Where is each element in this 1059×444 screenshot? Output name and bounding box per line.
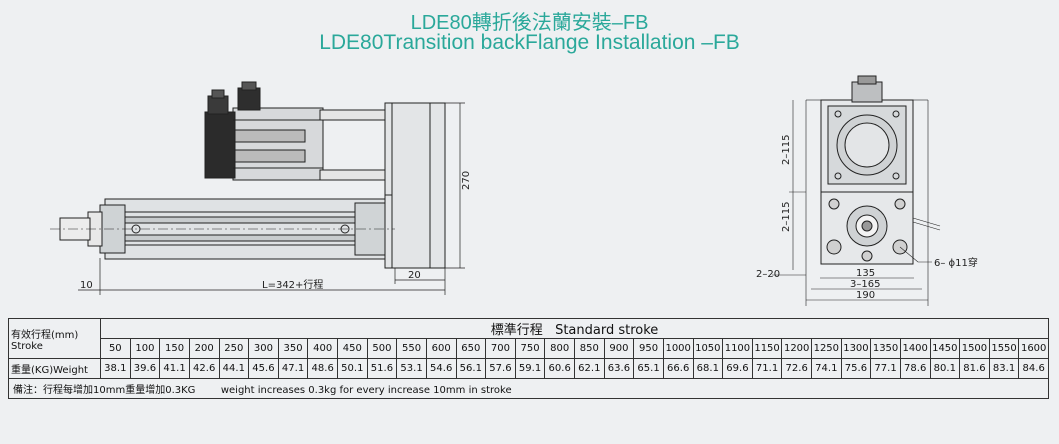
end-view [772, 75, 941, 306]
stroke-cell: 1600 [1018, 338, 1049, 359]
stroke-cell: 700 [485, 338, 516, 359]
dim-height-270: 270 [461, 171, 472, 190]
weight-cell: 41.1 [159, 358, 190, 379]
weight-cell: 48.6 [307, 358, 338, 379]
dim-length: L=342+行程 [262, 278, 323, 291]
stroke-cell: 1250 [811, 338, 842, 359]
weight-cell: 77.1 [870, 358, 901, 379]
weight-cell: 51.6 [366, 358, 398, 379]
stroke-cell: 1450 [929, 338, 961, 359]
technical-drawing: 270 10 L=342+行程 20 [50, 75, 978, 306]
weight-cell: 71.1 [751, 358, 783, 379]
dim-135: 135 [856, 268, 875, 279]
weight-cell: 72.6 [781, 358, 812, 379]
dim-upper-pitch: 2–115 [781, 135, 792, 165]
dim-left-offset: 2–20 [756, 269, 780, 280]
stroke-cell: 1300 [840, 338, 872, 359]
weight-cell: 57.6 [485, 358, 516, 379]
stroke-cell: 650 [455, 338, 487, 359]
weight-cell: 47.1 [277, 358, 309, 379]
stroke-cell: 300 [248, 338, 279, 359]
weight-cell: 69.6 [722, 358, 753, 379]
weight-cell: 68.1 [692, 358, 724, 379]
stroke-cell: 100 [129, 338, 161, 359]
stroke-cell: 450 [337, 338, 368, 359]
hole-callout: 6– ϕ11穿 [934, 256, 978, 269]
weight-cell: 74.1 [811, 358, 842, 379]
stroke-cell: 1550 [988, 338, 1020, 359]
stroke-label-en: Stroke [11, 340, 43, 352]
stroke-cell: 1050 [692, 338, 724, 359]
stroke-label-zh: 有效行程(mm) [11, 329, 79, 341]
stroke-cell: 250 [218, 338, 250, 359]
stroke-cell: 350 [277, 338, 309, 359]
stroke-cell: 850 [574, 338, 605, 359]
stroke-cell: 950 [633, 338, 664, 359]
weight-cell: 78.6 [899, 358, 931, 379]
servo-motor [204, 81, 324, 181]
dim-left-10: 10 [80, 280, 93, 291]
stroke-cell: 1350 [870, 338, 901, 359]
stroke-cell: 150 [159, 338, 190, 359]
stroke-cell: 50 [100, 338, 131, 359]
weight-cell: 56.1 [455, 358, 487, 379]
weight-note: 備注：行程每增加10mm重量增加0.3KG weight increases 0… [8, 378, 1049, 399]
weight-cell: 75.6 [840, 358, 872, 379]
weight-cell: 81.6 [959, 358, 990, 379]
dim-165: 3–165 [850, 279, 880, 290]
weight-cell: 42.6 [188, 358, 220, 379]
title-english: LDE80Transition backFlange Installation … [319, 31, 740, 54]
stroke-cell: 1400 [899, 338, 931, 359]
weight-cell: 50.1 [337, 358, 368, 379]
stroke-cell: 600 [425, 338, 457, 359]
weight-cell: 66.6 [662, 358, 694, 379]
stroke-cell: 550 [396, 338, 427, 359]
standard-stroke-header: 標準行程 Standard stroke [100, 318, 1049, 339]
weight-cell: 59.1 [514, 358, 546, 379]
stroke-cell: 1100 [722, 338, 753, 359]
weight-cell: 65.1 [633, 358, 664, 379]
weight-cell: 60.6 [544, 358, 575, 379]
dim-lower-pitch: 2–115 [781, 202, 792, 232]
transition-housing [384, 102, 446, 269]
dim-small-20: 20 [408, 270, 421, 281]
stroke-cell: 900 [603, 338, 635, 359]
stroke-cell: 1000 [662, 338, 694, 359]
stroke-cell: 500 [366, 338, 398, 359]
weight-cell: 45.6 [248, 358, 279, 379]
weight-cell: 84.6 [1018, 358, 1049, 379]
weight-cell: 53.1 [396, 358, 427, 379]
stroke-cell: 750 [514, 338, 546, 359]
weight-cell: 44.1 [218, 358, 250, 379]
title-chinese: LDE80轉折後法蘭安裝–FB [410, 12, 649, 34]
stroke-cell: 800 [544, 338, 575, 359]
stroke-cell: 1150 [751, 338, 783, 359]
side-view [50, 81, 465, 295]
stroke-cell: 1500 [959, 338, 990, 359]
weight-cell: 83.1 [988, 358, 1020, 379]
dim-190: 190 [856, 290, 875, 301]
weight-cell: 54.6 [425, 358, 457, 379]
stroke-cell: 200 [188, 338, 220, 359]
weight-cell: 80.1 [929, 358, 961, 379]
weight-cell: 63.6 [603, 358, 635, 379]
weight-cell: 39.6 [129, 358, 161, 379]
weight-label: 重量(KG)Weight [8, 358, 101, 379]
stroke-cell: 400 [307, 338, 338, 359]
stroke-label-cell: 有效行程(mm) Stroke [8, 318, 101, 359]
weight-cell: 62.1 [574, 358, 605, 379]
weight-cell: 38.1 [100, 358, 131, 379]
stroke-cell: 1200 [781, 338, 812, 359]
